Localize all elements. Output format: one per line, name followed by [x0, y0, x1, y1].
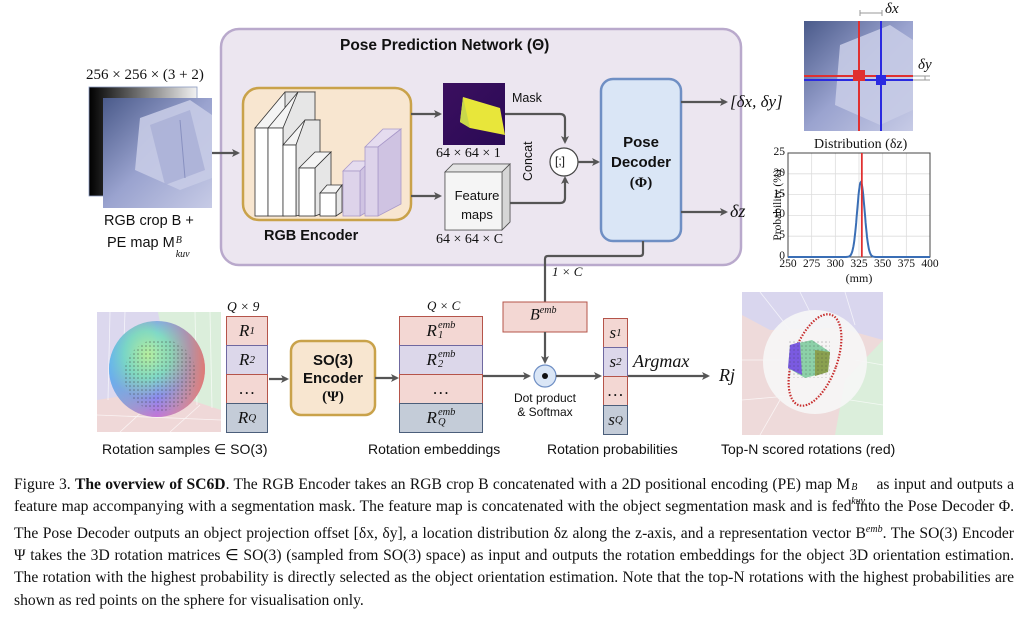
caption-text-2: as input and outputs a feature map accom…	[14, 476, 1015, 542]
x-tick-label: 275	[803, 258, 821, 270]
rotation-samples-label: Rotation samples ∈ SO(3)	[102, 441, 268, 457]
pe-map-text: PE map M	[107, 235, 175, 251]
dz-output-label: δz	[730, 201, 746, 221]
rotation-embeddings-label: Rotation embeddings	[368, 441, 501, 457]
chart-xlabel: (mm)	[845, 271, 873, 285]
result-label: Rj	[719, 365, 735, 385]
pose-decoder-line3: (Φ)	[629, 175, 653, 191]
chart-frame	[787, 152, 931, 258]
encoder-layers	[254, 91, 343, 217]
feature-maps-line2: maps	[461, 207, 493, 222]
input-label-text: RGB crop B +	[104, 213, 194, 229]
caption-sub-1: kuv	[851, 496, 866, 507]
distribution-chart	[787, 152, 931, 258]
pose-decoder-box	[599, 77, 683, 243]
network-title: Pose Prediction Network (Θ)	[340, 37, 550, 54]
embedding-cell: …	[399, 374, 483, 404]
figure-caption: Figure 3. The overview of SC6D. The RGB …	[14, 474, 1014, 612]
so3-encoder-line3: (Ψ)	[322, 389, 344, 405]
caption-paragraph: Figure 3. The overview of SC6D. The RGB …	[14, 474, 1014, 612]
x-tick-label: 350	[874, 258, 892, 270]
argmax-label: Argmax	[633, 351, 690, 371]
rgb-encoder-label: RGB Encoder	[264, 228, 359, 244]
q9-dims: Q × 9	[227, 299, 260, 314]
so3-encoder-line2: Encoder	[302, 370, 363, 387]
input-label-line1: RGB crop B +	[104, 213, 194, 229]
caption-text-3: . The SO(3) Encoder Ψ takes the 3D rotat…	[14, 524, 1014, 609]
qc-dims: Q × C	[427, 298, 461, 313]
caption-sup-2: emb	[865, 523, 883, 535]
top-n-rotations-image	[741, 291, 884, 436]
feature-dims: 64 × 64 × C	[436, 232, 504, 247]
input-dims-label: 256 × 256 × (3 + 2)	[86, 67, 204, 83]
concat-symbol: [;]	[555, 154, 566, 168]
y-tick-label: 5	[779, 229, 785, 242]
vector-dims: 1 × C	[552, 264, 583, 279]
x-tick-label: 250	[779, 258, 797, 270]
x-tick-label: 375	[897, 258, 915, 270]
chart-title: Distribution (δz)	[814, 137, 908, 152]
x-tick-label: 400	[921, 258, 939, 270]
top-n-label: Top-N scored rotations (red)	[721, 441, 896, 457]
pe-map-sup: B	[175, 235, 182, 246]
architecture-diagram: 256 × 256 × (3 + 2) RGB crop B + PE map …	[86, 1, 939, 457]
b-emb-box	[502, 301, 588, 333]
x-tick-label: 325	[850, 258, 868, 270]
b-emb-text: B	[530, 306, 540, 324]
dot-product-line1: Dot product	[513, 391, 577, 405]
pe-map-sub: kuv	[175, 249, 190, 260]
feature-maps-label: Feature maps	[452, 186, 502, 224]
concat-label: Concat	[521, 141, 535, 181]
dot-product-line2: & Softmax	[517, 405, 573, 419]
pose-decoder-line1: Pose	[623, 134, 659, 151]
diagram-svg	[88, 10, 931, 436]
y-tick-label: 20	[773, 166, 786, 179]
y-tick-label: 0	[779, 250, 785, 262]
offset-output-label: [δx, δy]	[730, 92, 783, 111]
b-emb-sup: emb	[539, 305, 557, 316]
rotation-cell: …	[226, 374, 268, 404]
so3-encoder-label: SO(3) Encoder (Ψ)	[291, 352, 375, 406]
dot-product-label: Dot product & Softmax	[506, 391, 584, 419]
caption-text-1: . The RGB Encoder takes an RGB crop B co…	[225, 476, 851, 493]
probability-cell: …	[603, 376, 628, 406]
decoder-layers-purple	[342, 128, 403, 217]
y-tick-label: 25	[773, 146, 786, 158]
feature-maps-line1: Feature	[454, 188, 500, 203]
y-tick-label: 15	[773, 187, 786, 200]
so3-encoder-line1: SO(3)	[312, 352, 353, 369]
delta-y-label: δy	[918, 57, 932, 73]
mask-dims: 64 × 64 × 1	[436, 146, 501, 161]
b-emb-label: Bemb	[530, 305, 556, 324]
rotation-samples-sphere-image	[96, 311, 222, 433]
rotation-probabilities-label: Rotation probabilities	[547, 441, 678, 457]
distribution-curve	[788, 180, 930, 258]
y-tick-label: 10	[773, 208, 786, 221]
chart-ylabel: Probability (%)	[772, 169, 784, 241]
caption-sup-1: B	[851, 482, 858, 493]
pose-decoder-line2: Decoder	[610, 154, 672, 171]
caption-figure-number: Figure 3.	[14, 476, 71, 493]
caption-bold-title: The overview of SC6D	[74, 476, 226, 493]
pose-decoder-label: Pose Decoder (Φ)	[601, 133, 681, 193]
mask-label: Mask	[512, 91, 542, 105]
delta-x-label: δx	[885, 1, 899, 17]
x-tick-label: 300	[826, 258, 844, 270]
